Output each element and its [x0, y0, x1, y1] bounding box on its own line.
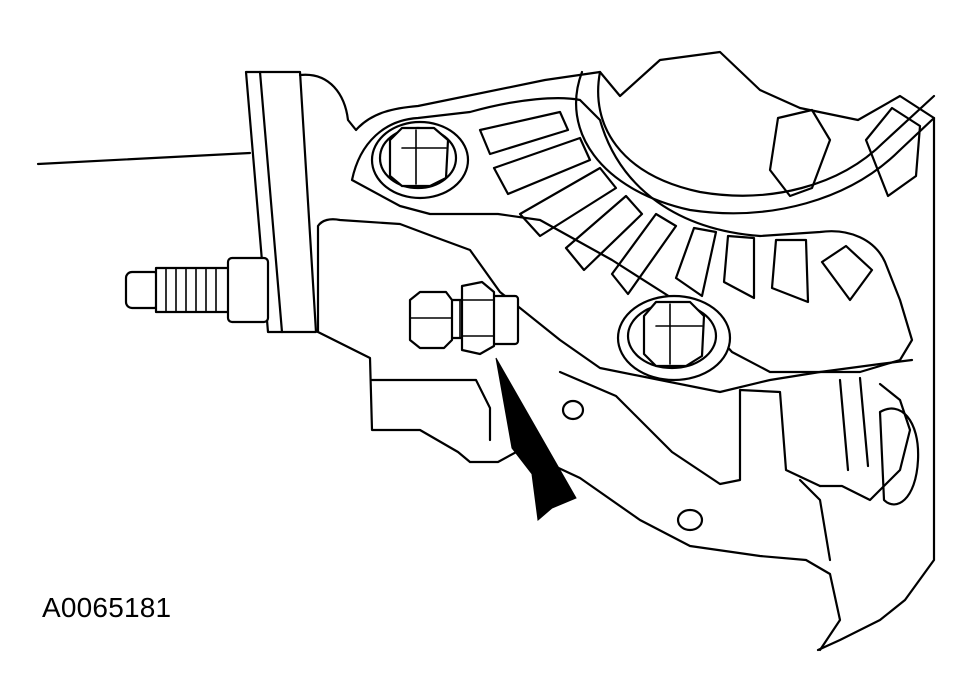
hole-upper	[561, 399, 585, 421]
lower-housing-flange	[558, 370, 822, 488]
figure-id-label: A0065181	[42, 592, 172, 623]
housing-face	[350, 97, 914, 374]
lower-housing-pocket	[878, 407, 920, 506]
upper-boss	[768, 108, 832, 198]
lower-housing-edge	[798, 478, 832, 562]
lower-housing-right	[818, 382, 912, 502]
adjusting-bolt	[408, 280, 520, 356]
housing-ribs	[478, 110, 874, 304]
lower-bolt	[616, 294, 732, 382]
flange-arc-inner	[597, 70, 936, 197]
flange-arc	[574, 70, 936, 215]
lower-housing-step	[370, 378, 492, 442]
upper-boss-right	[864, 106, 922, 198]
lower-housing	[316, 218, 914, 394]
housing-outline	[298, 50, 936, 652]
upper-bolt	[370, 120, 470, 200]
hole-lower	[676, 508, 704, 532]
stud-bolt	[124, 256, 270, 324]
lower-housing-rib	[838, 376, 870, 472]
callout-arrow	[495, 357, 577, 521]
reference-line	[36, 151, 252, 166]
mounting-plate-edge	[258, 70, 284, 334]
